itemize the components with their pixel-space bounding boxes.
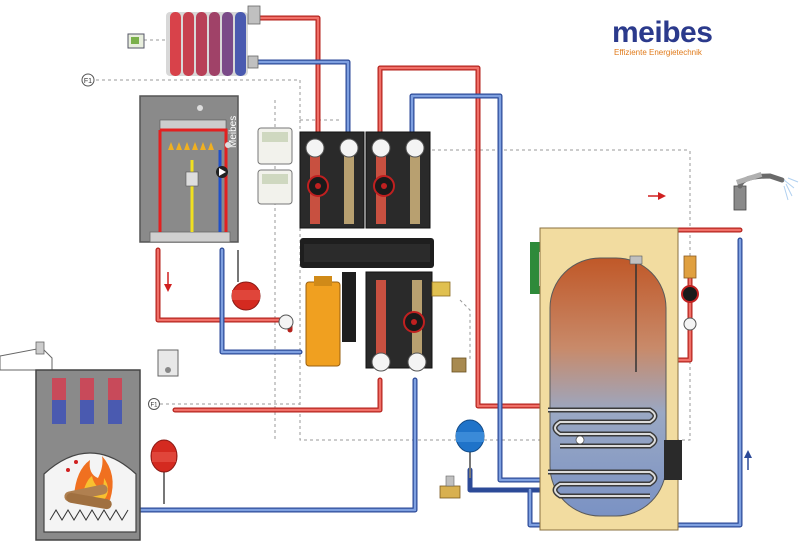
- expansion-vessel-icon: [231, 250, 261, 311]
- pump-icon: [307, 175, 329, 197]
- brand-name: meibes: [612, 16, 713, 49]
- sensor-box-icon: [157, 349, 179, 377]
- flow-arrow-icon: [648, 192, 666, 200]
- controller-icon: [257, 127, 293, 205]
- brand-tagline: Effiziente Energietechnik: [614, 48, 702, 57]
- thermometer-icon: [278, 314, 294, 330]
- flow-arrow-icon: [164, 272, 172, 292]
- boiler-brand-label: Meibes: [228, 116, 239, 148]
- faucet-icon: [733, 171, 799, 211]
- svg-text:F1: F1: [150, 403, 158, 409]
- pump-icon: [373, 175, 395, 197]
- storage-tank-icon: [539, 227, 682, 531]
- expansion-vessel-icon: [455, 419, 485, 478]
- radiator-icon: [166, 5, 261, 76]
- pump-group-bottom: [365, 271, 451, 372]
- safety-valve-icon: [439, 475, 461, 499]
- sensor-marker-f1-top: F1: [81, 73, 95, 87]
- burner-flames: [168, 142, 214, 150]
- expansion-vessel-icon: [150, 439, 178, 504]
- pump-group-left: [299, 131, 365, 229]
- boiler-icon: Meibes: [139, 95, 239, 243]
- fire-icon: [64, 456, 113, 510]
- flow-arrow-icon: [744, 450, 752, 470]
- sensor-marker-f1-bottom: F1: [148, 398, 160, 410]
- hydraulic-separator-icon: [305, 272, 356, 367]
- stove-grate: [49, 509, 129, 521]
- brand-logo: meibes Effiziente Energietechnik: [612, 18, 792, 58]
- pump-icon: [403, 311, 425, 333]
- wood-stove-icon: [0, 341, 141, 541]
- stove-heat-elements: [52, 378, 122, 424]
- manifold-block: [300, 238, 434, 268]
- room-thermostat-icon: [127, 33, 145, 49]
- svg-text:F1: F1: [84, 78, 92, 85]
- pump-icon: [681, 255, 699, 331]
- temperature-sensor-icon: [451, 357, 467, 373]
- water-spray: [783, 177, 799, 201]
- pump-group-right: [365, 131, 431, 229]
